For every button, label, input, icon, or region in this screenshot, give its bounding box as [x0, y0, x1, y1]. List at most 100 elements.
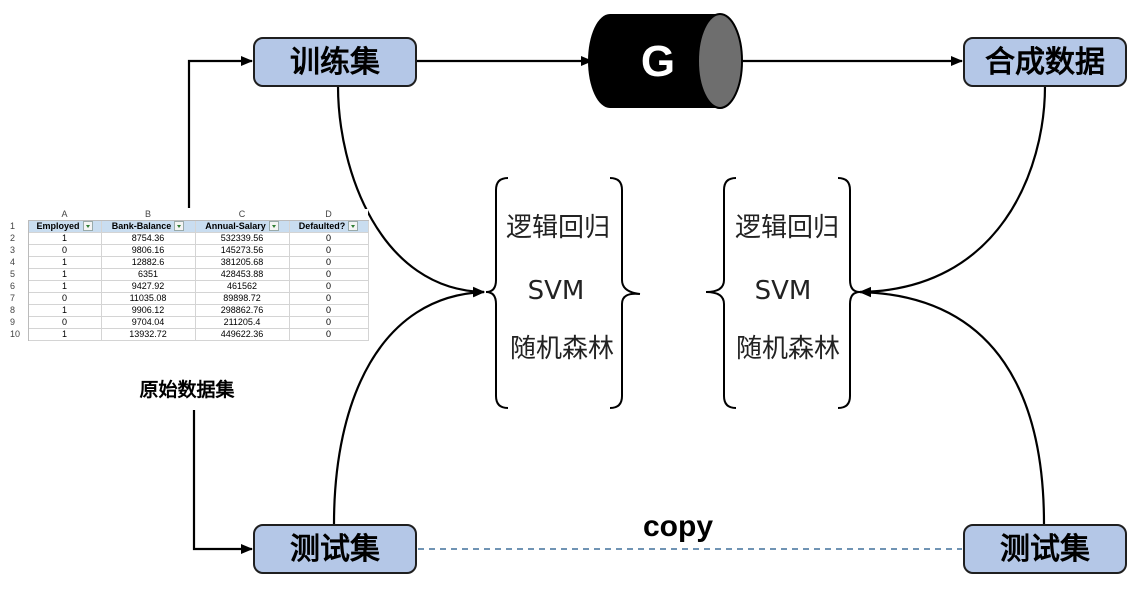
right-group-close-brace: [837, 177, 861, 409]
sheet-cell: 1: [27, 268, 102, 281]
synthetic-data-box: 合成数据: [963, 37, 1127, 87]
sheet-cell: 11035.08: [100, 292, 196, 305]
synthetic-data-label: 合成数据: [985, 45, 1105, 80]
sheet-row-number: 4: [8, 256, 29, 269]
sheet-cell: 0: [288, 328, 369, 341]
sheet-row-number: 7: [8, 292, 29, 305]
sheet-cell: 0: [27, 244, 102, 257]
generator-label: G: [641, 37, 675, 86]
copy-label: copy: [643, 510, 713, 543]
sheet-col-letter: B: [101, 209, 195, 221]
sheet-row-number: 2: [8, 232, 29, 245]
sheet-cell: 1: [27, 328, 102, 341]
sheet-col-letter: C: [195, 209, 289, 221]
model-left-logreg: 逻辑回归: [506, 213, 610, 243]
filter-dropdown-icon[interactable]: [348, 221, 359, 231]
test-set-box-right: 测试集: [963, 524, 1127, 574]
sheet-col-letter: D: [289, 209, 368, 221]
sheet-cell: 145273.56: [194, 244, 290, 257]
sheet-cell: 0: [288, 292, 369, 305]
sheet-row-number: 5: [8, 268, 29, 281]
model-right-svm: SVM: [755, 276, 812, 306]
right-group-open-brace: [705, 177, 737, 409]
left-group-close-brace: [609, 177, 641, 409]
sheet-row-number: 10: [8, 328, 29, 341]
sheet-cell: 381205.68: [194, 256, 290, 269]
sheet-cell: 0: [288, 280, 369, 293]
models-right-group: 逻辑回归 SVM 随机森林: [705, 177, 861, 409]
sheet-cell: 461562: [194, 280, 290, 293]
sheet-header-row: 1 Employed Bank-Balance Annual-Salary De…: [8, 220, 369, 233]
sheet-col-letter: A: [28, 209, 101, 221]
sheet-header-text: Annual-Salary: [205, 221, 266, 232]
sheet-cell: 0: [27, 292, 102, 305]
train-set-box: 训练集: [253, 37, 417, 87]
sheet-cell: 13932.72: [100, 328, 196, 341]
model-left-rf: 随机森林: [510, 334, 614, 364]
sheet-cell: 9906.12: [100, 304, 196, 317]
sheet-cell: 0: [27, 316, 102, 329]
sheet-cell: 0: [288, 244, 369, 257]
sheet-cell: 8754.36: [100, 232, 196, 245]
generator-cylinder: G: [588, 13, 743, 109]
sheet-cell: 0: [288, 316, 369, 329]
left-group-open-brace: [485, 177, 509, 409]
sheet-cell: 0: [288, 232, 369, 245]
sheet-row-number: 1: [8, 220, 29, 233]
sheet-header-text: Bank-Balance: [111, 221, 172, 232]
sheet-cell: 1: [27, 304, 102, 317]
sheet-cell: 9806.16: [100, 244, 196, 257]
sheet-row-number: 3: [8, 244, 29, 257]
sheet-header-text: Employed: [36, 221, 80, 232]
sheet-row-number: 9: [8, 316, 29, 329]
model-left-svm: SVM: [528, 276, 585, 306]
sheet-cell: 428453.88: [194, 268, 290, 281]
original-dataset-caption: 原始数据集: [139, 378, 235, 401]
filter-dropdown-icon[interactable]: [174, 221, 185, 231]
model-right-rf: 随机森林: [736, 334, 840, 364]
arrow-sheet-to-test: [192, 410, 253, 554]
sheet-cell: 449622.36: [194, 328, 290, 341]
arrow-sheet-to-train: [187, 56, 253, 208]
sheet-cell: 1: [27, 280, 102, 293]
sheet-cell: 0: [288, 304, 369, 317]
curve-synthetic-to-models-right: [859, 85, 1047, 297]
model-right-logreg: 逻辑回归: [735, 213, 839, 243]
filter-dropdown-icon[interactable]: [82, 221, 93, 231]
sheet-column-letters: A B C D: [8, 209, 368, 221]
models-left-group: 逻辑回归 SVM 随机森林: [485, 177, 641, 409]
sheet-corner: [8, 209, 28, 221]
sheet-header-cell: Bank-Balance: [100, 220, 196, 233]
sheet-cell: 9427.92: [100, 280, 196, 293]
sheet-cell: 211205.4: [194, 316, 290, 329]
sheet-cell: 532339.56: [194, 232, 290, 245]
sheet-header-text: Defaulted?: [298, 221, 346, 232]
test-set-label-left: 测试集: [290, 532, 381, 567]
curve-test-to-models-left: [332, 287, 485, 525]
sheet-row-number: 8: [8, 304, 29, 317]
sheet-cell: 6351: [100, 268, 196, 281]
sheet-cell: 9704.04: [100, 316, 196, 329]
test-set-box-left: 测试集: [253, 524, 417, 574]
train-set-label: 训练集: [290, 45, 381, 80]
sheet-cell: 298862.76: [194, 304, 290, 317]
curve-train-to-models-left: [336, 85, 485, 297]
sheet-cell: 1: [27, 256, 102, 269]
filter-dropdown-icon[interactable]: [268, 221, 279, 231]
sheet-header-cell: Annual-Salary: [194, 220, 290, 233]
sheet-cell: 0: [288, 256, 369, 269]
sheet-cell: 89898.72: [194, 292, 290, 305]
sheet-cell: 0: [288, 268, 369, 281]
sheet-header-cell: Defaulted?: [288, 220, 369, 233]
curve-test-to-models-right: [859, 287, 1046, 525]
sheet-header-cell: Employed: [27, 220, 102, 233]
